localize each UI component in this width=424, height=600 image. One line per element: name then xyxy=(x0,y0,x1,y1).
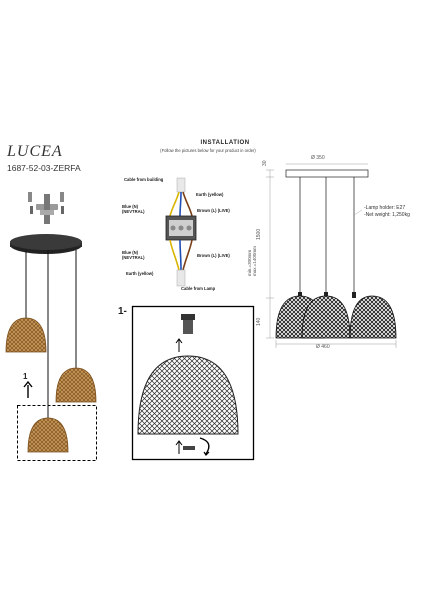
product-name: LUCEA xyxy=(7,143,63,160)
dim-width-top: Ø 350 xyxy=(311,155,325,161)
wiring-diagram xyxy=(165,177,197,287)
product-code: 1687-52-03-ZERFA xyxy=(7,163,81,173)
label-brown-top: Brown (L) (LIVE) xyxy=(197,208,230,213)
step-arrow-label: 1 xyxy=(23,372,28,381)
dim-width-bottom: Ø 460 xyxy=(316,344,330,350)
up-arrow-icon xyxy=(23,380,33,398)
step-label: 1- xyxy=(118,306,127,317)
dim-height-range: min.=300mm max.=1400mm xyxy=(247,246,257,276)
label-earth-bottom: Earth (yellow) xyxy=(126,271,154,276)
label-earth-top: Earth (yellow) xyxy=(196,192,224,197)
dimension-drawing xyxy=(266,163,397,348)
selection-dashed-box xyxy=(17,405,97,461)
label-blue-bottom: Blue (N) (NEVTRAL) xyxy=(122,250,145,260)
spec-net-weight: -Net weight: 1,250kg xyxy=(364,212,410,218)
label-cable-building: Cable from building xyxy=(124,177,164,182)
step-1-box xyxy=(131,305,255,461)
lamp-photo xyxy=(5,234,97,453)
spec-lamp-holder: -Lamp holder: E27 xyxy=(364,205,406,211)
installation-title: INSTALLATION xyxy=(200,140,250,146)
mounting-bracket-icon xyxy=(28,192,64,224)
label-cable-lamp: Cable from Lamp xyxy=(181,286,216,291)
installation-subtitle: (Follow the pictures below for your prod… xyxy=(160,148,256,153)
label-blue-top: Blue (N) (NEVTRAL) xyxy=(122,204,145,214)
label-brown-bottom: Brown (L) (LIVE) xyxy=(197,253,230,258)
